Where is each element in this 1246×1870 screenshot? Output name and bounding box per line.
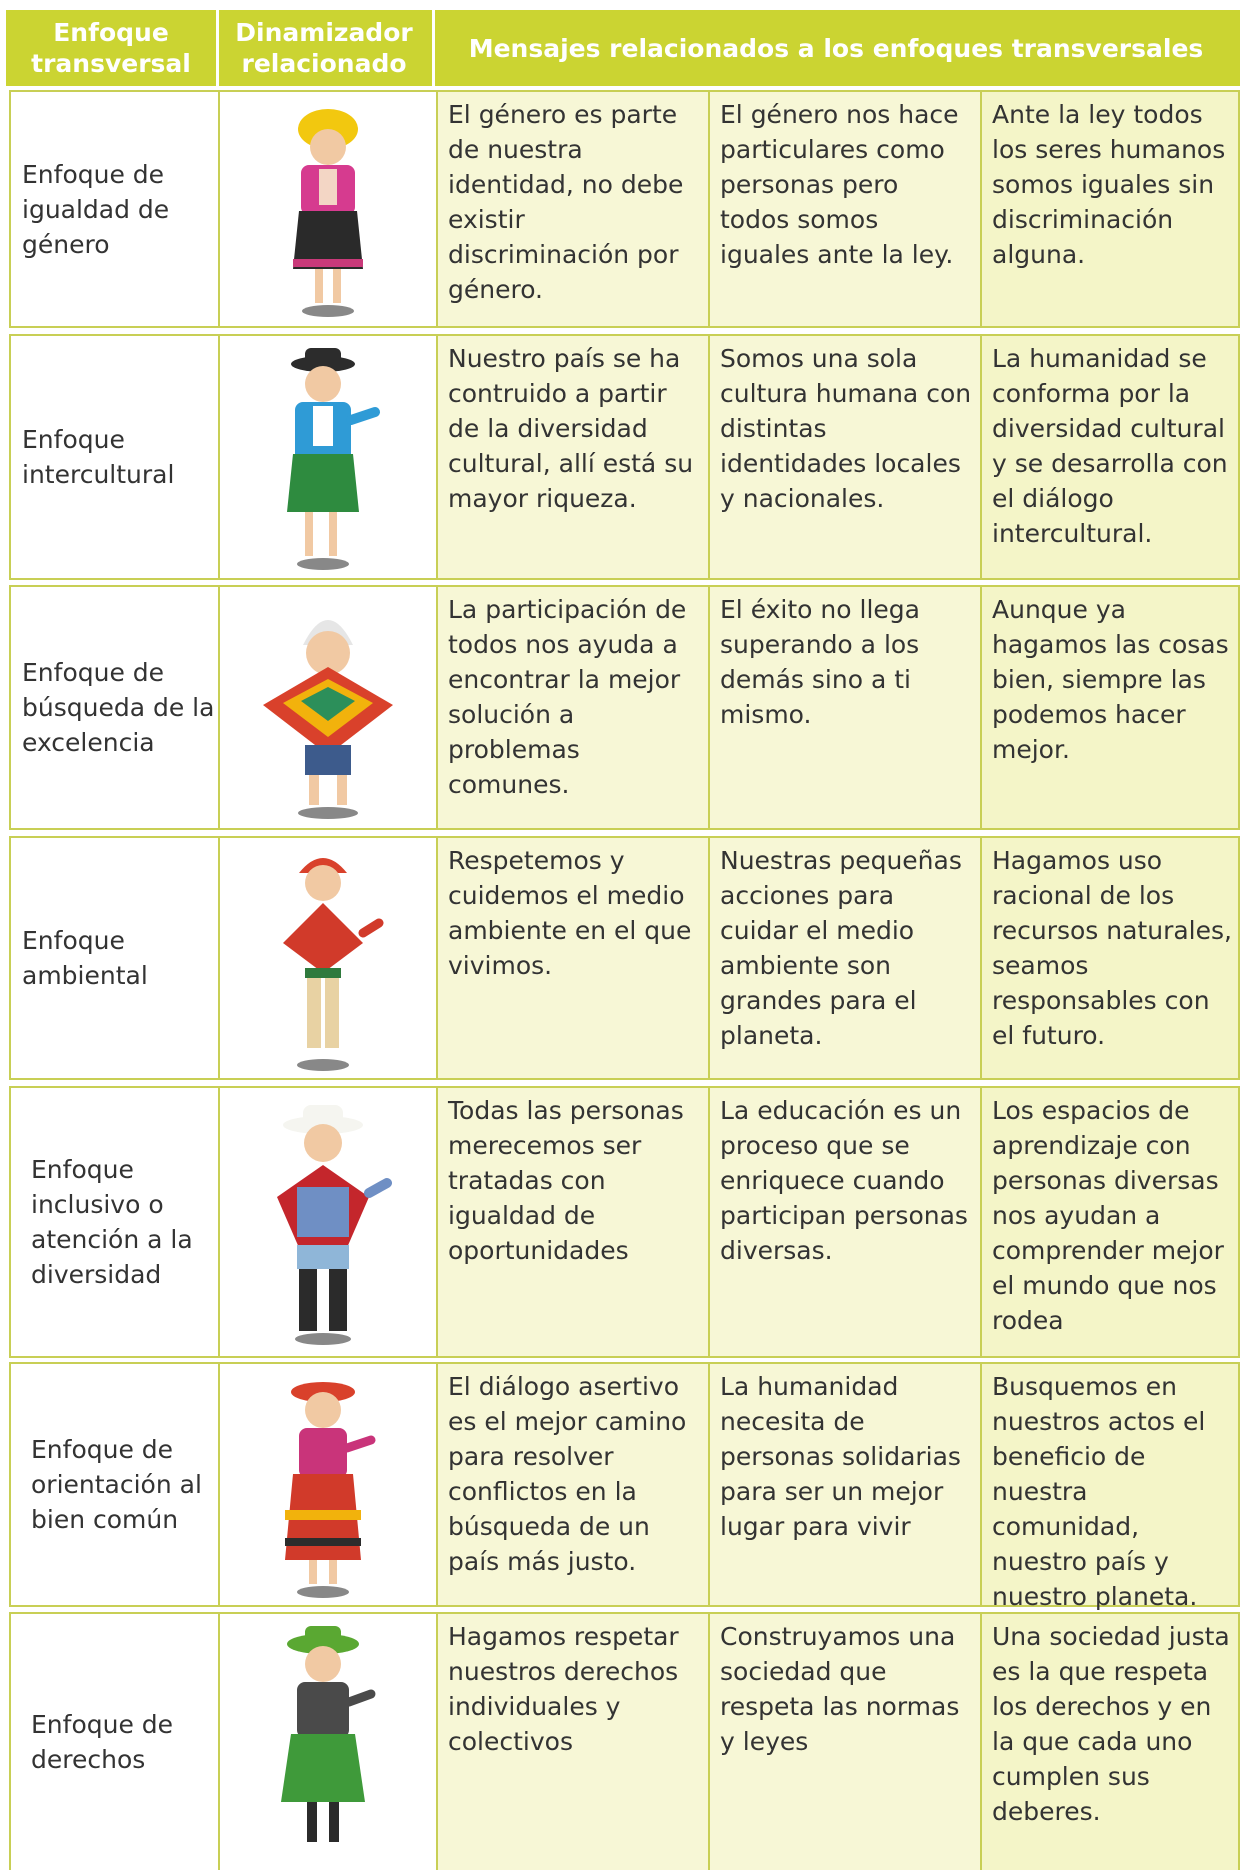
enfoque-name: Enfoque de orientación al bien común bbox=[31, 1435, 202, 1534]
table-row: Enfoque de orientación al bien común El … bbox=[9, 1362, 1240, 1611]
message-1: Todas las personas merecemos ser tratada… bbox=[436, 1088, 708, 1356]
message-2: El género nos hace particulares como per… bbox=[708, 92, 980, 326]
enfoque-name: Enfoque ambiental bbox=[22, 926, 148, 990]
message-2: Construyamos una sociedad que respeta la… bbox=[708, 1614, 980, 1870]
message-3: Aunque ya hagamos las cosas bien, siempr… bbox=[980, 587, 1238, 828]
girl-yellow-hat-figure-icon bbox=[293, 109, 363, 317]
boy-white-hat-figure-icon bbox=[277, 1105, 392, 1345]
message-2: Nuestras pequeñas acciones para cuidar e… bbox=[708, 838, 980, 1078]
table-row: Enfoque de igualdad de género El género … bbox=[9, 90, 1240, 328]
girl-red-hat-figure-icon bbox=[285, 1381, 376, 1598]
enfoque-name: Enfoque inclusivo o atención a la divers… bbox=[31, 1155, 193, 1289]
table-row: Enfoque intercultural Nuestro país se ha… bbox=[9, 334, 1240, 580]
table-row: Enfoque ambiental Respetemos y cuidemos … bbox=[9, 836, 1240, 1080]
message-3: La humanidad se conforma por la diversid… bbox=[980, 336, 1238, 578]
elder-chullo-poncho-figure-icon bbox=[263, 620, 393, 819]
message-1: Respetemos y cuidemos el medio ambiente … bbox=[436, 838, 708, 1078]
message-1: El diálogo asertivo es el mejor camino p… bbox=[436, 1364, 708, 1605]
dinamizador-figure bbox=[218, 336, 436, 578]
dinamizador-figure bbox=[218, 1614, 436, 1870]
message-1: Hagamos respetar nuestros derechos indiv… bbox=[436, 1614, 708, 1870]
table-header: Enfoque transversal Dinamizador relacion… bbox=[6, 10, 1240, 86]
header-enfoque-transversal: Enfoque transversal bbox=[31, 18, 191, 78]
table-row: Enfoque de búsqueda de la excelencia La … bbox=[9, 585, 1240, 830]
boy-red-poncho-figure-icon bbox=[283, 858, 384, 1071]
message-3: Los espacios de aprendizaje con personas… bbox=[980, 1088, 1238, 1356]
girl-black-hat-figure-icon bbox=[287, 348, 380, 570]
enfoque-name: Enfoque de igualdad de género bbox=[22, 159, 170, 259]
message-3: Ante la ley todos los seres humanos somo… bbox=[980, 92, 1238, 326]
dinamizador-figure bbox=[218, 92, 436, 326]
table-row: Enfoque inclusivo o atención a la divers… bbox=[9, 1086, 1240, 1358]
dinamizador-figure bbox=[218, 838, 436, 1078]
enfoque-name: Enfoque de búsqueda de la excelencia bbox=[22, 658, 215, 757]
enfoque-name: Enfoque de derechos bbox=[31, 1710, 174, 1774]
message-2: El éxito no llega superando a los demás … bbox=[708, 587, 980, 828]
header-dinamizador-relacionado: Dinamizador relacionado bbox=[235, 18, 413, 78]
dinamizador-figure bbox=[218, 1364, 436, 1605]
message-1: La participación de todos nos ayuda a en… bbox=[436, 587, 708, 828]
dinamizador-figure bbox=[218, 1088, 436, 1356]
message-1: El género es parte de nuestra identidad,… bbox=[436, 92, 708, 326]
message-3: Busquemos en nuestros actos el beneficio… bbox=[980, 1364, 1238, 1611]
message-3: Hagamos uso racional de los recursos nat… bbox=[980, 838, 1238, 1078]
message-1: Nuestro país se ha contruido a partir de… bbox=[436, 336, 708, 578]
girl-green-hat-figure-icon bbox=[281, 1626, 376, 1842]
message-2: Somos una sola cultura humana con distin… bbox=[708, 336, 980, 578]
table-row: Enfoque de derechos Hagamos respetar nue… bbox=[9, 1612, 1240, 1870]
message-3: Una sociedad justa es la que respeta los… bbox=[980, 1614, 1238, 1870]
dinamizador-figure bbox=[218, 587, 436, 828]
header-mensajes: Mensajes relacionados a los enfoques tra… bbox=[468, 33, 1204, 63]
message-2: La humanidad necesita de personas solida… bbox=[708, 1364, 980, 1605]
enfoque-name: Enfoque intercultural bbox=[22, 425, 175, 489]
message-2: La educación es un proceso que se enriqu… bbox=[708, 1088, 980, 1356]
